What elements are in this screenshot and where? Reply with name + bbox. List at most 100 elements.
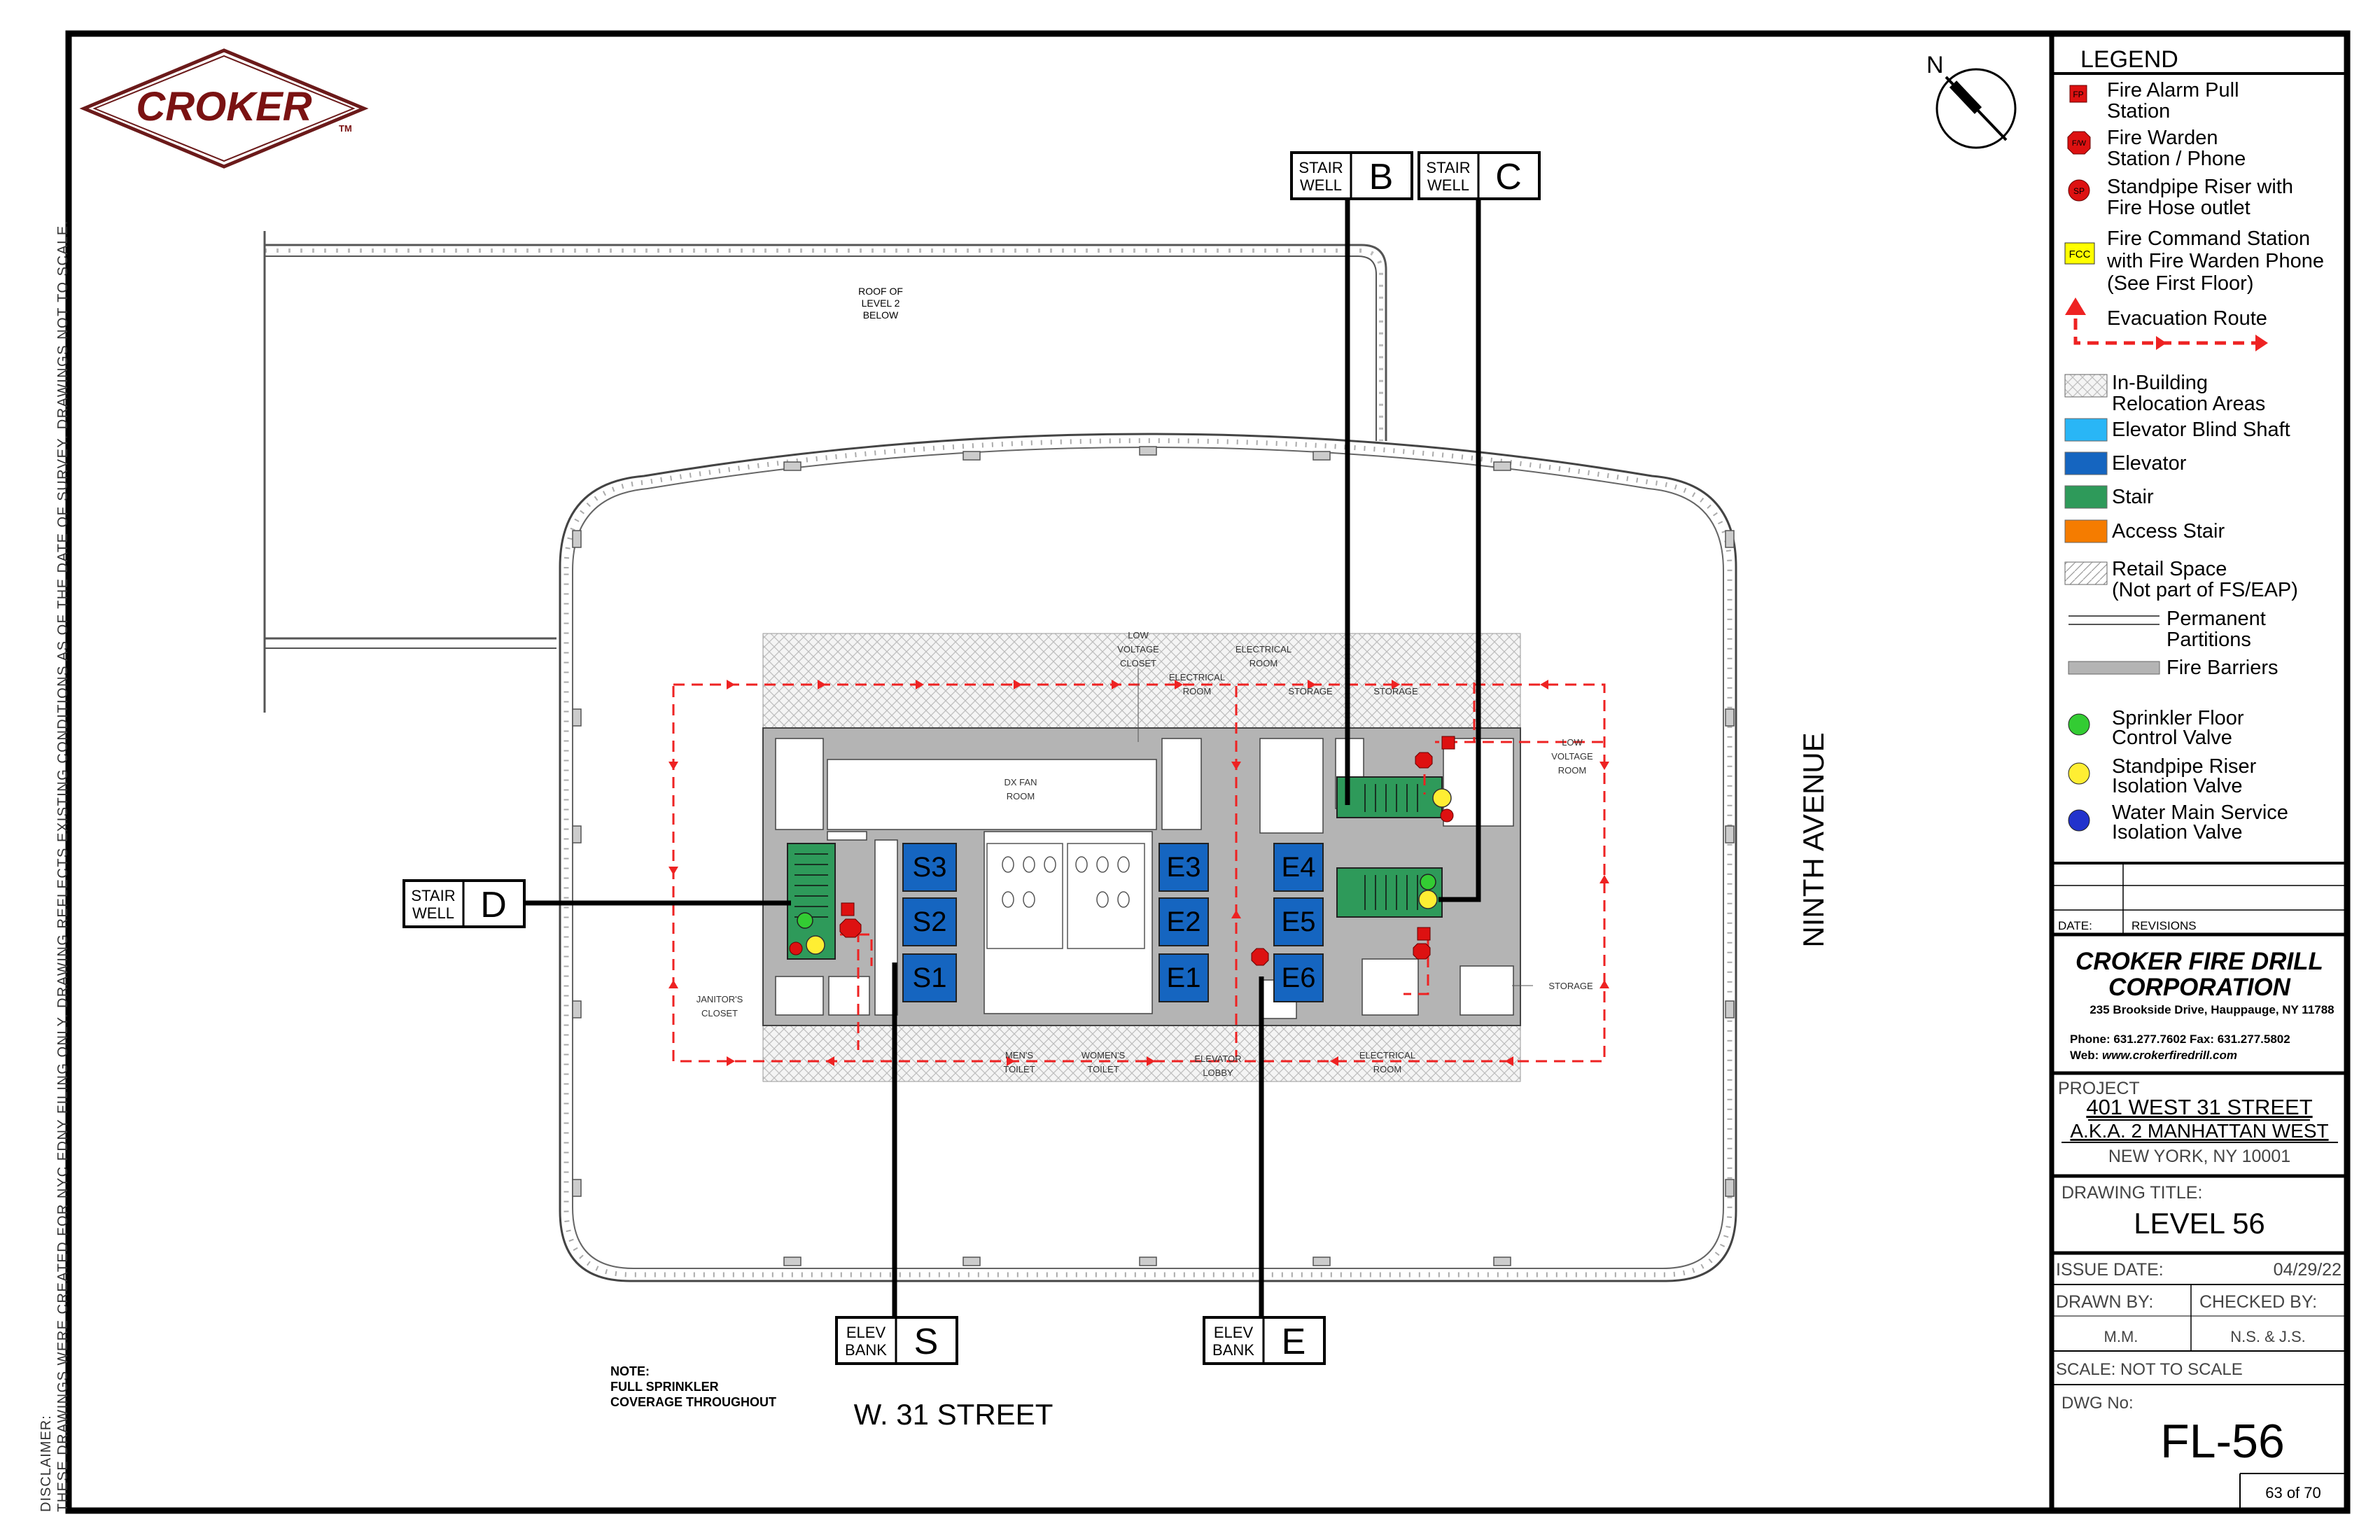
legend-fire-warden-icon xyxy=(2067,131,2091,155)
drawn-by-label: DRAWN BY: xyxy=(2056,1292,2153,1312)
callout-e-line2: BANK xyxy=(1212,1341,1254,1359)
croker-logo: CROKER TM xyxy=(79,48,369,169)
project-label: PROJECT xyxy=(2058,1079,2140,1098)
room-storage-2: STORAGE xyxy=(1373,686,1418,696)
elevator-s1 xyxy=(902,953,957,1002)
page-count: 63 of 70 xyxy=(2265,1484,2321,1502)
room-electrical-2b: ROOM xyxy=(1250,658,1278,668)
room-low-voltage-room-3: ROOM xyxy=(1558,765,1586,776)
legend-item-6a: In-Building xyxy=(2112,372,2208,394)
standpipe-isolation-icon-2 xyxy=(1432,788,1452,808)
legend-item-14b: Control Valve xyxy=(2112,727,2232,749)
project-line2: A.K.A. 2 MANHATTAN WEST xyxy=(2070,1120,2328,1142)
legend-item-6b: Relocation Areas xyxy=(2112,393,2265,415)
legend-water-main-icon xyxy=(2068,809,2090,832)
street-ninth-avenue: NINTH AVENUE xyxy=(1797,732,1830,947)
elevator-e4 xyxy=(1273,843,1324,892)
room-low-voltage-room-2: VOLTAGE xyxy=(1551,751,1593,762)
revisions-date-label: DATE: xyxy=(2058,919,2092,932)
standpipe-icon-2 xyxy=(1440,808,1454,822)
callout-e-letter: E xyxy=(1282,1322,1306,1362)
logo-tm: TM xyxy=(339,123,352,134)
room-electrical-1b: ROOM xyxy=(1183,686,1211,696)
elevator-e6 xyxy=(1273,953,1324,1002)
project-line3: NEW YORK, NY 10001 xyxy=(2108,1147,2290,1166)
room-electrical-3b: ROOM xyxy=(1373,1064,1401,1074)
callout-b-line2: WELL xyxy=(1300,176,1342,194)
scale-text: SCALE: NOT TO SCALE xyxy=(2056,1360,2243,1379)
legend-standpipe-isolation-icon xyxy=(2068,762,2090,785)
legend-item-3b: Fire Hose outlet xyxy=(2107,197,2250,219)
callout-c-line2: WELL xyxy=(1427,176,1469,194)
callout-s-line1: ELEV xyxy=(846,1324,886,1341)
legend-item-2b: Station / Phone xyxy=(2107,148,2246,170)
legend-item-12a: Permanent xyxy=(2166,608,2266,630)
legend-title: LEGEND xyxy=(2080,46,2178,73)
legend-fp-text: FP xyxy=(2073,90,2083,99)
callout-b-line1: STAIR xyxy=(1298,159,1343,176)
north-arrow: N xyxy=(1926,52,2017,149)
revisions-label: REVISIONS xyxy=(2132,919,2197,932)
disclaimer-line1: DISCLAIMER: xyxy=(38,1415,54,1512)
elevator-label-s3: S3 xyxy=(913,852,947,883)
room-mens-1: MEN'S xyxy=(1005,1050,1033,1060)
elevator-label-e3: E3 xyxy=(1167,852,1201,883)
elevator-label-e1: E1 xyxy=(1167,962,1201,993)
room-womens-2: TOILET xyxy=(1087,1064,1119,1074)
note-1: NOTE: xyxy=(610,1364,650,1378)
room-mens-2: TOILET xyxy=(1003,1064,1035,1074)
legend-item-11a: Retail Space xyxy=(2112,558,2227,580)
roof-level-2: ROOF OF LEVEL 2 BELOW xyxy=(263,231,1387,713)
legend-item-1a: Fire Alarm Pull xyxy=(2107,79,2239,102)
legend-access-stair-swatch xyxy=(2064,519,2108,543)
callout-stair-b: STAIR WELL B xyxy=(1290,151,1413,200)
legend-fcc-icon xyxy=(2064,242,2095,265)
room-low-voltage-closet-1: LOW xyxy=(1128,630,1149,640)
legend-sp-text: SP xyxy=(2073,186,2085,196)
standpipe-isolation-icon xyxy=(806,935,825,955)
pull-station-icon-2 xyxy=(1441,736,1455,750)
room-storage-3: STORAGE xyxy=(1548,981,1593,991)
room-dx-fan-1: DX FAN xyxy=(1004,777,1037,788)
fire-symbols xyxy=(789,736,1455,966)
company-name-2: CORPORATION xyxy=(2108,974,2291,1001)
north-label: N xyxy=(1926,52,1944,78)
drawing-title-value: LEVEL 56 xyxy=(2134,1207,2265,1240)
fire-warden-icon-3 xyxy=(1415,752,1433,769)
dwg-no-label: DWG No: xyxy=(2062,1394,2134,1413)
room-labels: LOW VOLTAGE CLOSET ELECTRICAL ROOM ELECT… xyxy=(696,630,1593,1078)
callout-c-letter: C xyxy=(1495,157,1522,197)
legend-item-1b: Station xyxy=(2107,100,2170,122)
legend-blind-shaft-swatch xyxy=(2064,418,2108,442)
standpipe-isolation-icon-3 xyxy=(1418,890,1438,909)
callout-elev-e: ELEV BANK E xyxy=(1203,1316,1326,1365)
checked-by-value: N.S. & J.S. xyxy=(2230,1328,2306,1345)
elevator-e2 xyxy=(1158,897,1209,946)
legend-item-9: Stair xyxy=(2112,486,2154,508)
elevator-e3 xyxy=(1158,843,1209,892)
checked-by-label: CHECKED BY: xyxy=(2199,1292,2317,1312)
elevator-bank-e: E3 E2 E1 E4 E5 E6 xyxy=(1158,843,1324,1002)
company-address: 235 Brookside Drive, Hauppauge, NY 11788 xyxy=(2090,1003,2334,1016)
note-2: FULL SPRINKLER xyxy=(610,1380,719,1394)
callout-stair-d: STAIR WELL D xyxy=(402,879,526,928)
elevator-label-e4: E4 xyxy=(1282,852,1316,883)
legend-sprinkler-valve-icon xyxy=(2068,713,2090,736)
callout-elev-s: ELEV BANK S xyxy=(835,1316,958,1365)
logo-diamond-icon xyxy=(79,48,369,169)
legend-relocation-swatch xyxy=(2064,374,2108,398)
legend-item-16a: Water Main Service xyxy=(2112,802,2288,824)
legend-item-13: Fire Barriers xyxy=(2166,657,2278,679)
elevator-s3 xyxy=(902,843,957,892)
elevator-label-e5: E5 xyxy=(1282,906,1316,937)
legend-elevator-swatch xyxy=(2064,451,2108,475)
callout-leaders xyxy=(519,189,1481,1320)
legend-pull-station-icon xyxy=(2069,85,2087,103)
street-w31: W. 31 STREET xyxy=(854,1398,1054,1431)
legend-item-7: Elevator Blind Shaft xyxy=(2112,419,2290,441)
disclaimer: DISCLAIMER: THESE DRAWINGS WERE CREATED … xyxy=(38,220,71,1512)
title-block xyxy=(2052,862,2347,1511)
stair-d xyxy=(787,843,836,960)
legend-item-15b: Isolation Valve xyxy=(2112,775,2242,797)
legend-item-4c: (See First Floor) xyxy=(2107,272,2253,295)
